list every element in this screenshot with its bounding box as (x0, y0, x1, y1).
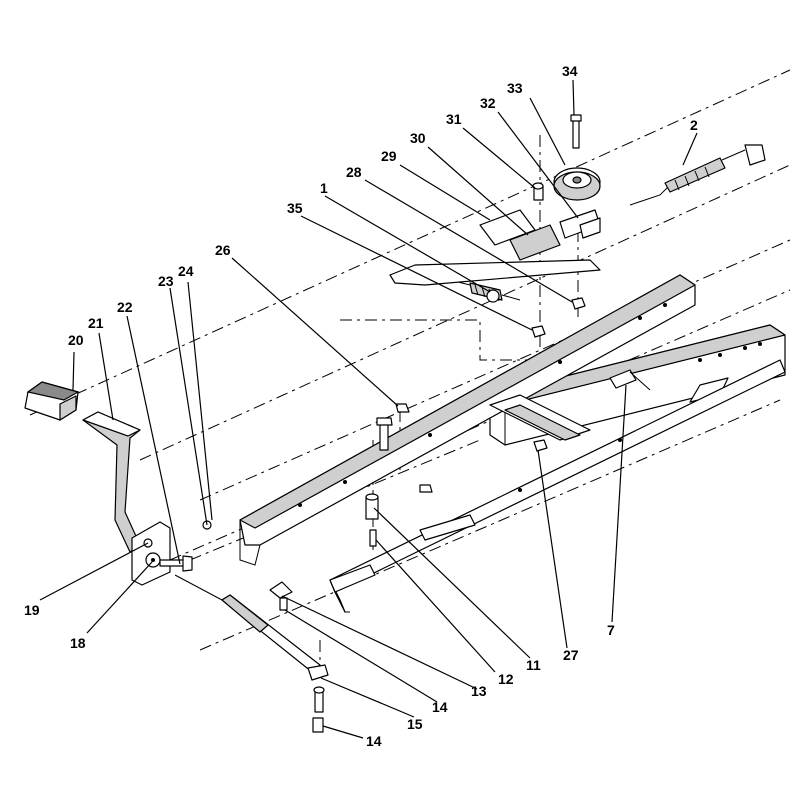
pedal-pad (24, 381, 80, 421)
callout-27: 27 (563, 647, 579, 663)
callout-7: 7 (607, 622, 615, 638)
callout-11: 11 (526, 657, 541, 673)
callout-labels: 2 34 33 32 31 30 29 28 1 35 26 24 23 22 … (24, 63, 698, 749)
callout-34: 34 (562, 63, 578, 79)
callout-23: 23 (158, 273, 174, 289)
callout-30: 30 (410, 130, 426, 146)
callout-15: 15 (407, 716, 423, 732)
callout-2: 2 (690, 117, 698, 133)
callout-33: 33 (507, 80, 523, 96)
leader-lines (39, 79, 698, 739)
cross-bracket (489, 394, 591, 441)
linkage-bolts (312, 686, 325, 733)
callout-24: 24 (178, 263, 194, 279)
brake-spring (629, 144, 766, 206)
linkage-clevis (269, 581, 293, 611)
callout-12: 12 (498, 671, 514, 687)
callout-31: 31 (446, 111, 462, 127)
idler-nuts (531, 297, 586, 452)
callout-35: 35 (287, 200, 303, 216)
callout-13: 13 (471, 683, 487, 699)
callout-29: 29 (381, 148, 397, 164)
linkage-rod (174, 574, 329, 681)
callout-1: 1 (320, 180, 328, 196)
callout-26: 26 (215, 242, 231, 258)
lower-bracket (329, 514, 476, 593)
idler-arm (389, 209, 601, 286)
callout-19: 19 (24, 602, 40, 618)
pulley-bolt (570, 114, 582, 149)
callout-32: 32 (480, 95, 496, 111)
brake-rod (609, 369, 651, 391)
pedal-arm (82, 411, 141, 553)
frame-rail-rear (489, 324, 786, 446)
callout-22: 22 (117, 299, 133, 315)
callout-28: 28 (346, 164, 362, 180)
frame-rail-middle (239, 274, 696, 566)
callout-14-lower: 14 (366, 733, 382, 749)
callout-14-upper: 14 (432, 699, 448, 715)
pivot-bracket (131, 520, 212, 586)
callout-21: 21 (88, 315, 104, 331)
center-bolts (365, 403, 433, 547)
callout-20: 20 (68, 332, 84, 348)
callout-18: 18 (70, 635, 86, 651)
idler-spacer (532, 182, 544, 201)
